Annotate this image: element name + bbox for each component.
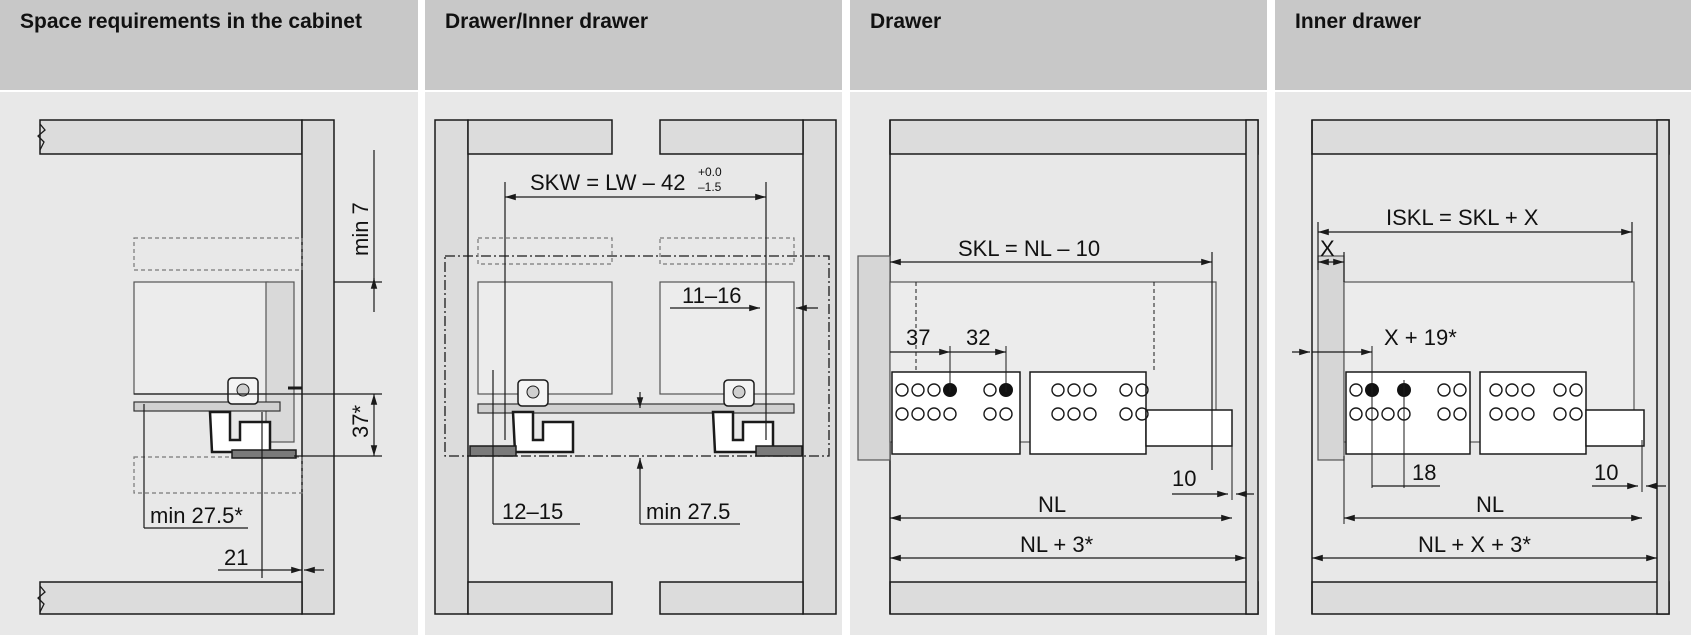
cabinet-top-panel xyxy=(39,119,303,155)
next-drawer-outline xyxy=(477,237,613,265)
cabinet-top-right xyxy=(659,119,804,155)
inner-drawer-drawing: ISKL = SKL + X X X + 19* 18 10 NL NL + X… xyxy=(1292,119,1670,615)
drawer-front xyxy=(857,255,891,461)
cabinet-bottom xyxy=(889,581,1259,615)
cabinet-top-left xyxy=(467,119,613,155)
dim-iskl-label: ISKL = SKL + X xyxy=(1386,205,1539,230)
runner-rail xyxy=(1145,409,1233,447)
break-line xyxy=(37,123,46,151)
drawer-bottom xyxy=(477,403,795,414)
cabinet-bottom-panel xyxy=(39,581,303,615)
cabinet-bottom-left xyxy=(467,581,613,615)
panel-title: Drawer/Inner drawer xyxy=(445,10,649,33)
dim-37-label: 37 xyxy=(906,325,930,350)
panel-title: Inner drawer xyxy=(1295,10,1422,33)
locking-screw xyxy=(236,383,250,397)
dim-10-label: 10 xyxy=(1594,460,1618,485)
drawer-drawing: SKL = NL – 10 37 32 10 NL NL + 3* xyxy=(857,119,1259,615)
cabinet-top xyxy=(889,119,1259,155)
panel-header: Drawer xyxy=(850,0,1267,90)
drawer-side xyxy=(133,281,269,395)
cabinet-side-right xyxy=(802,119,837,615)
panel-title: Drawer xyxy=(870,10,942,33)
runner-rail xyxy=(231,449,297,459)
drawer-right xyxy=(659,281,795,395)
dim-skw-tolerance-upper: +0.0 xyxy=(698,165,722,179)
dim-skl-label: SKL = NL – 10 xyxy=(958,236,1100,261)
cabinet-back xyxy=(1656,119,1670,615)
dim-x-19-label: X + 19* xyxy=(1384,325,1457,350)
dim-x-label: X xyxy=(1320,236,1335,261)
drawer-bottom xyxy=(133,401,281,412)
runner-profile xyxy=(208,410,272,454)
cabinet-side-left xyxy=(434,119,469,615)
panel-header: Drawer/Inner drawer xyxy=(425,0,842,90)
dim-21-label: 21 xyxy=(224,545,248,570)
drawer-side-wall xyxy=(265,281,295,443)
drawer-inner-drawer-drawing: SKW = LW – 42 +0.0 –1.5 11–16 12–15 min … xyxy=(434,119,837,615)
hole-pattern xyxy=(1349,383,1583,421)
dim-10-label: 10 xyxy=(1172,466,1196,491)
runner-profile-left xyxy=(511,410,575,454)
dim-skw-tolerance-lower: –1.5 xyxy=(698,180,722,194)
dim-nl-x-3-label: NL + X + 3* xyxy=(1418,532,1531,557)
runner-rail-right xyxy=(755,445,803,457)
drawer-left xyxy=(477,281,613,395)
dim-11-16-label: 11–16 xyxy=(682,283,742,308)
inner-drawer-outline xyxy=(444,255,830,457)
dim-min-27-5-label: min 27.5 xyxy=(646,499,730,524)
dim-32-label: 32 xyxy=(966,325,990,350)
dim-37-label: 37* xyxy=(348,405,373,438)
space-requirements-drawing: min 7 37* min 27.5* 21 xyxy=(37,119,382,615)
locking-screw xyxy=(732,385,746,399)
next-drawer-outline xyxy=(133,456,303,494)
cabinet-side-panel xyxy=(301,119,335,615)
panel-title: Space requirements in the cabinet xyxy=(20,10,362,33)
dim-18-label: 18 xyxy=(1412,460,1436,485)
dim-nl-3-label: NL + 3* xyxy=(1020,532,1094,557)
dim-nl-label: NL xyxy=(1038,492,1066,517)
break-line xyxy=(37,585,46,613)
hole-pattern xyxy=(895,383,1149,421)
cabinet-top xyxy=(1311,119,1670,155)
runner-rail xyxy=(1585,409,1645,447)
runner-rear-section xyxy=(1029,371,1147,455)
cabinet-back xyxy=(1245,119,1259,615)
locking-screw xyxy=(526,385,540,399)
runner-profile-right xyxy=(711,410,775,454)
dim-skw-label: SKW = LW – 42 xyxy=(530,170,685,195)
next-drawer-outline xyxy=(659,237,795,265)
dim-12-15-label: 12–15 xyxy=(502,499,563,524)
next-drawer-outline xyxy=(133,237,303,271)
cabinet-bottom xyxy=(1311,581,1670,615)
panel-header: Space requirements in the cabinet xyxy=(0,0,418,90)
dim-min7-label: min 7 xyxy=(348,202,373,256)
dim-min-27-5-label: min 27.5* xyxy=(150,503,243,528)
inner-drawer-front xyxy=(1317,255,1345,461)
cabinet-bottom-right xyxy=(659,581,804,615)
dim-nl-label: NL xyxy=(1476,492,1504,517)
panel-header: Inner drawer xyxy=(1275,0,1691,90)
